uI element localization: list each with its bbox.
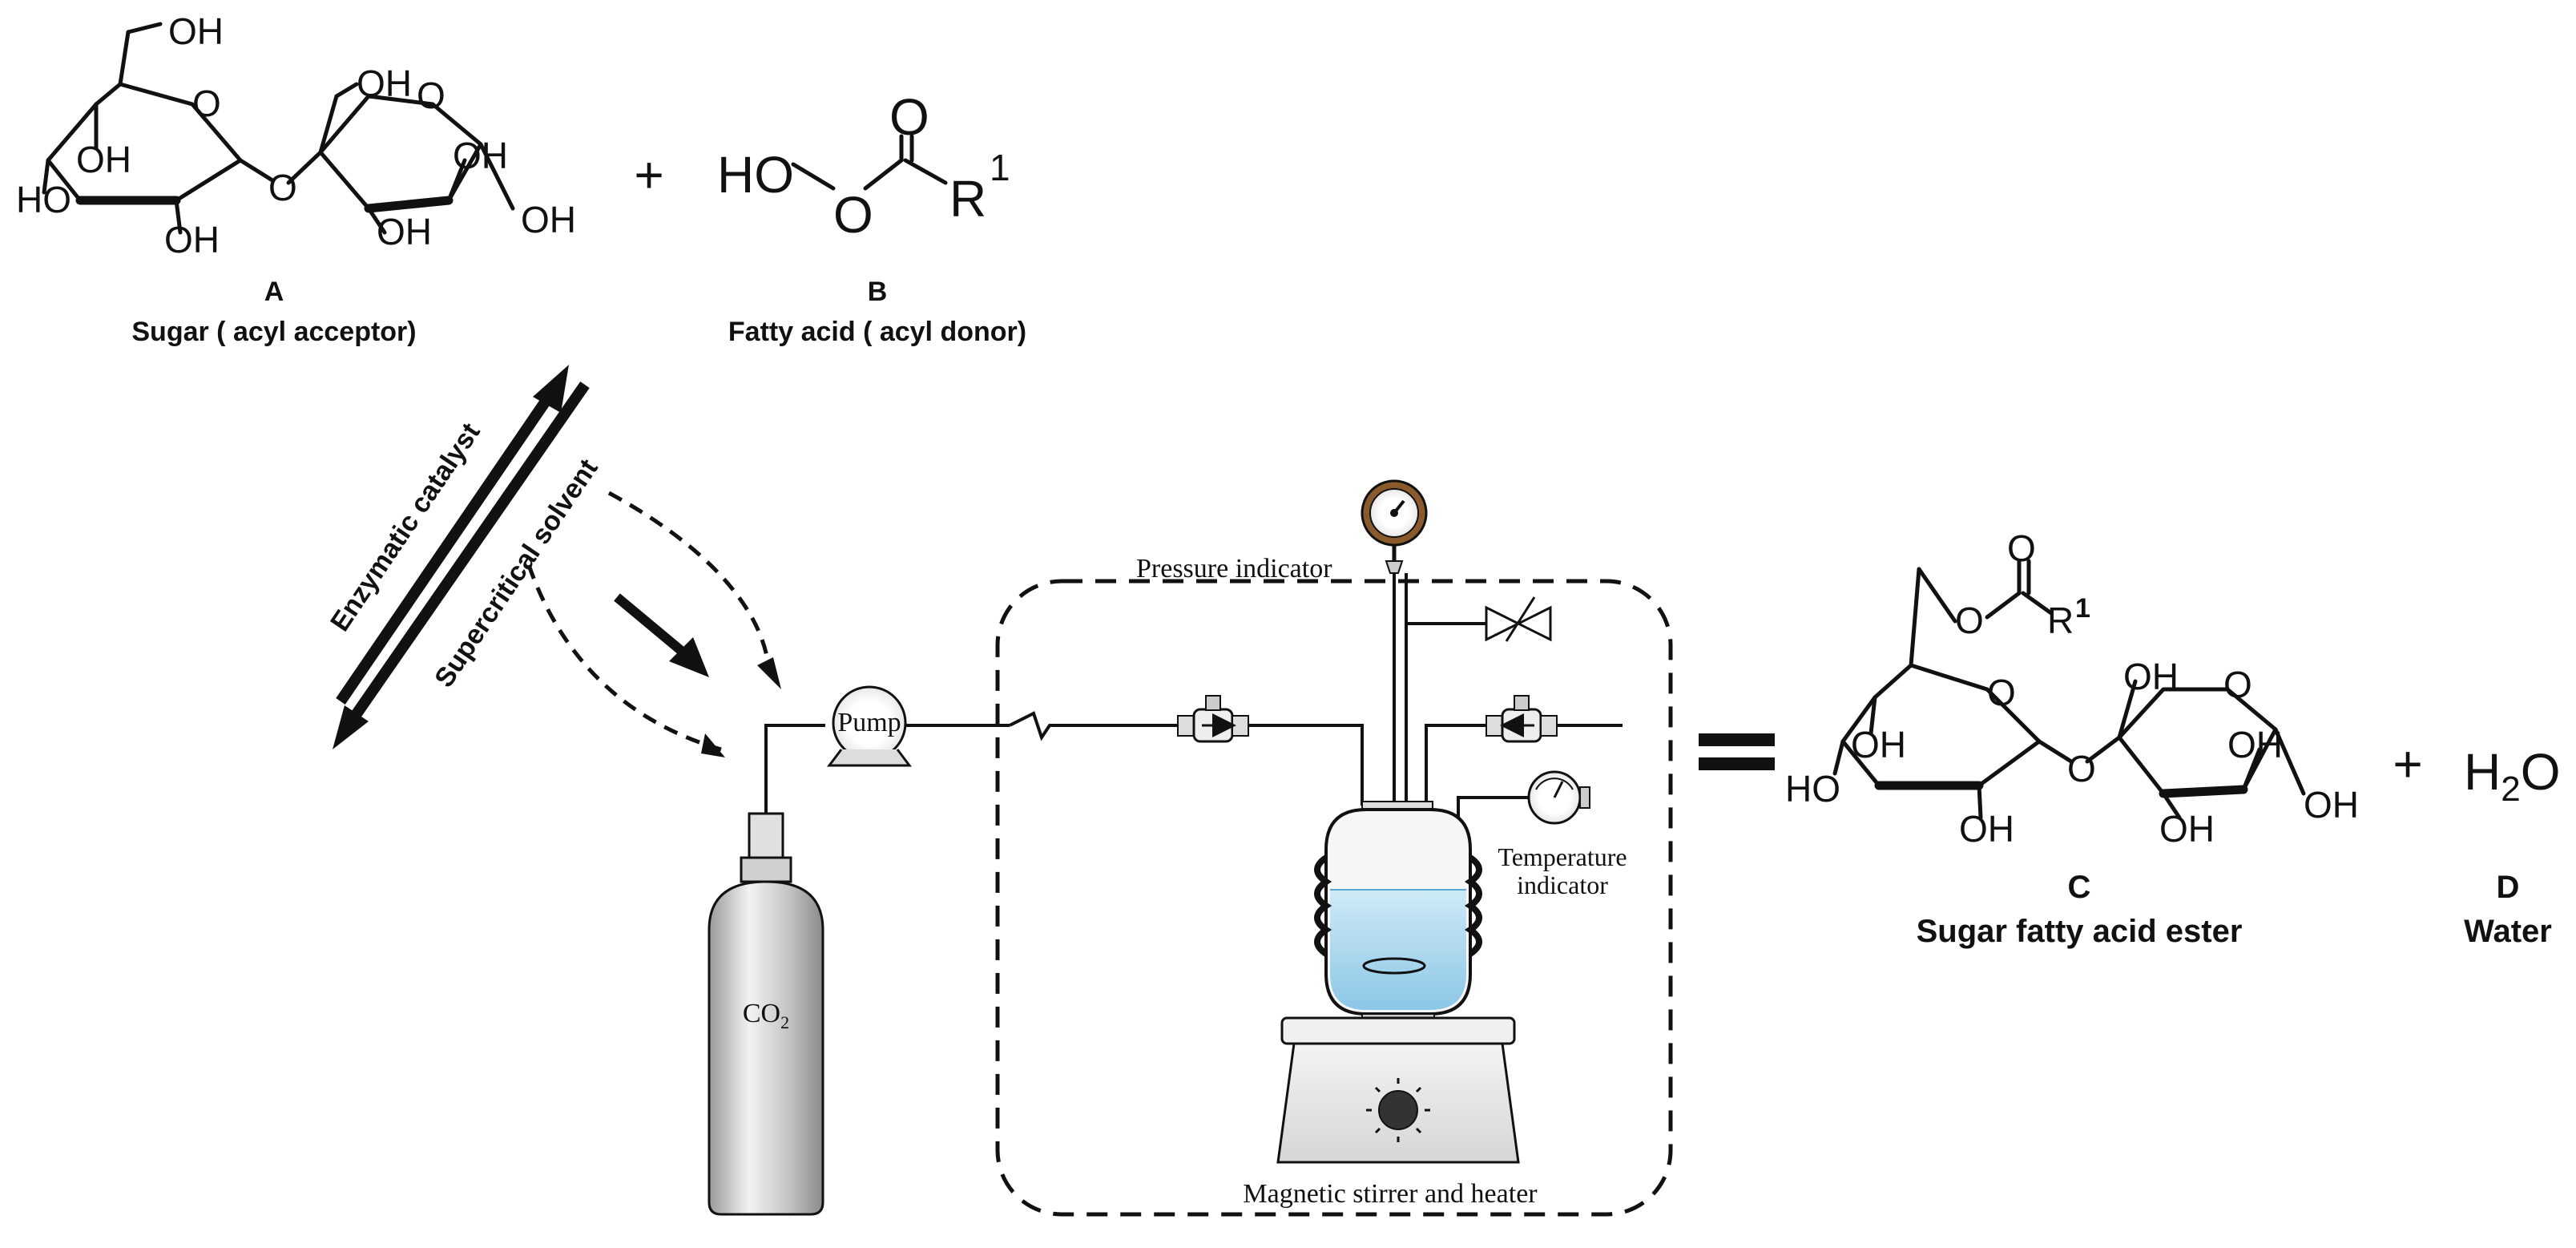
atom-r: R [2047,600,2074,641]
flow-arrow [614,593,692,661]
atom-oh: OH [377,211,432,252]
atom-oh: OH [2304,784,2359,826]
pressure-gauge [1361,479,1428,574]
dashed-arrowhead [701,733,725,757]
stirrer-heater-label: Magnetic stirrer and heater [1243,1179,1538,1209]
atom-oh: OH [1959,808,2014,850]
atom-r: R [949,170,986,228]
atom-oh: OH [2123,656,2179,697]
atom-oh: OH [357,63,412,104]
caption-sugar: Sugar ( acyl acceptor) [131,317,416,347]
reactor-enclosure [995,579,1673,1217]
fatty-acid-structure-b [791,134,948,191]
atom-oh: OH [521,199,576,240]
caption-ester: Sugar fatty acid ester [1917,914,2243,949]
temperature-gauge [1527,770,1590,825]
atom-o: O [833,186,873,244]
label-a: A [264,277,284,307]
label-d: D [2497,870,2520,905]
inlet-valve [1177,695,1249,743]
plus-sign: + [2393,735,2422,793]
equals-sign [1699,733,1775,770]
atom-o: O [889,88,929,146]
label-b: B [868,277,888,307]
magnetic-stirrer-heater [1276,1016,1520,1164]
vent-valve [1485,596,1552,642]
atom-o: O [2067,748,2096,790]
label-c: C [2068,870,2091,905]
sucrose-structure-a [42,22,515,235]
atom-ho: HO [1785,768,1840,810]
dashed-flow-curve [607,491,772,674]
water-formula: H2O [2464,743,2560,809]
caption-fatty-acid: Fatty acid ( acyl donor) [728,317,1026,347]
atom-oh: OH [2227,724,2283,765]
pump-label: Pump [837,708,901,737]
co2-cylinder [707,812,824,1216]
atom-o: O [2007,527,2036,569]
atom-o: O [268,167,297,208]
flow-arrowhead [669,637,709,677]
atom-r-superscript: 1 [2075,593,2090,624]
pipe [1425,724,1486,806]
check-valve [1009,711,1178,741]
pressure-indicator-label: Pressure indicator [1136,554,1332,584]
atom-oh: OH [2159,808,2215,850]
reactor-vessel [1314,801,1482,1024]
atom-o: O [2223,664,2252,705]
dashed-arrowhead [757,657,781,689]
temperature-label-line2: indicator [1517,870,1608,899]
atom-oh: OH [1851,724,1906,765]
pipe [764,724,825,814]
atom-r-superscript: 1 [990,147,1010,188]
atom-ho: HO [717,146,794,204]
atom-oh: OH [164,219,220,261]
temperature-label-line1: Temperature [1498,842,1627,871]
atom-oh: OH [76,139,131,180]
atom-o: O [192,83,221,124]
caption-water: Water [2464,914,2552,949]
cylinder-label: CO2 [743,999,789,1032]
sugar-fatty-acid-ester-structure-c [1832,559,2306,820]
atom-o: O [1987,672,2016,713]
dashed-flow-curve [526,564,722,752]
atom-oh: OH [168,10,224,52]
pump [827,685,912,767]
atom-ho: HO [16,179,71,220]
atom-o: O [1955,600,1984,641]
atom-o: O [417,75,445,116]
reaction-condition-arrows [333,365,590,749]
pipe [1248,724,1364,806]
plus-sign: + [634,146,663,204]
atom-oh: OH [453,135,508,176]
outlet-valve [1486,695,1558,743]
